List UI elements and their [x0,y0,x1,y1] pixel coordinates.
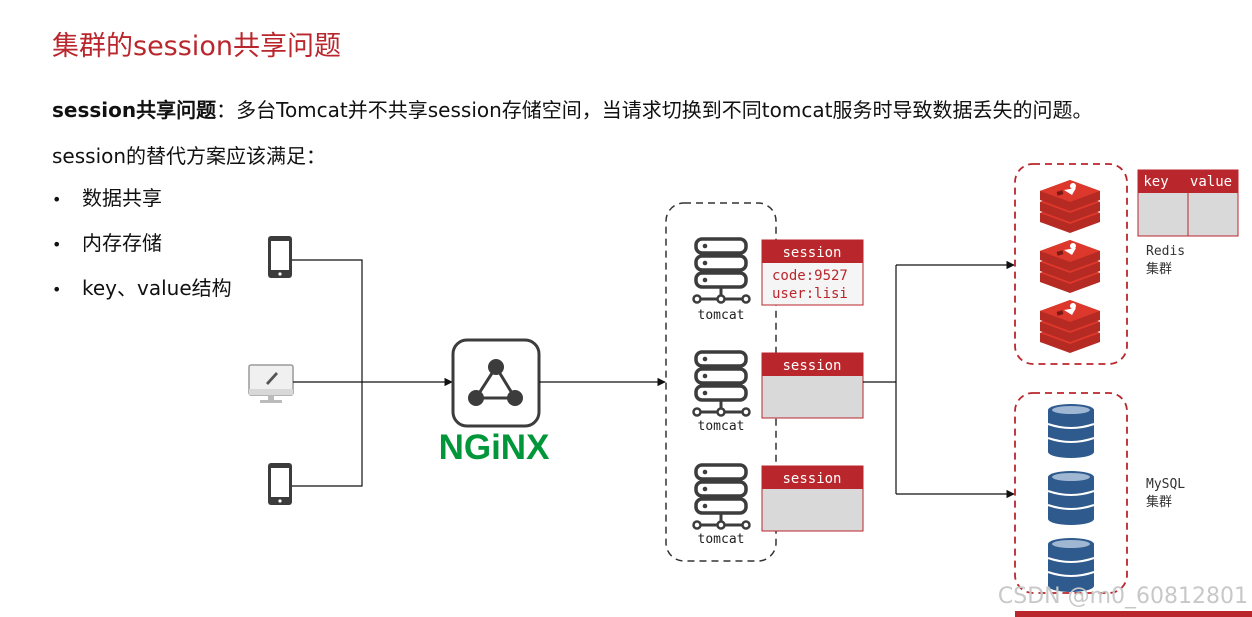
session-box: session [761,465,864,532]
key-value-table: key value [1137,169,1239,237]
session-line: code:9527 [772,268,848,284]
requirement-text: session的替代方案应该满足： [52,144,327,168]
tomcat-server-1: tomcat [691,237,752,323]
session-line: user:lisi [772,286,848,302]
redis-label: Redis [1146,244,1185,259]
session-box: session [761,352,864,419]
server-icon [691,350,752,418]
watermark: CSDN @m0_60812801 [997,584,1248,609]
bullet-text: 数据共享 [82,186,162,210]
redis-icon [1040,180,1100,233]
kv-value-header: value [1190,174,1232,190]
storage-connectors [863,260,1015,499]
nginx-icon [451,338,541,428]
phone-icon [268,236,292,278]
bullet-marker: • [52,280,62,299]
nginx-label: NGiNX [439,428,551,467]
redis-icon [1040,240,1100,293]
mysql-label: 集群 [1146,494,1172,510]
problem-text: ：多台Tomcat并不共享session存储空间，当请求切换到不同tomcat服… [216,98,1093,122]
problem-statement: session共享问题：多台Tomcat并不共享session存储空间，当请求切… [52,94,1092,123]
mysql-cluster-boundary [1014,392,1128,594]
redis-cluster-boundary [1014,163,1128,365]
tomcat-label: tomcat [698,532,745,547]
list-item: • key、value结构 [52,272,232,317]
session-box: session code:9527 user:lisi [761,239,864,306]
redis-label: 集群 [1146,261,1172,277]
client-connectors [292,259,453,487]
server-icon [691,463,752,531]
tomcat-server-2: tomcat [691,350,752,434]
problem-label: session共享问题 [52,98,217,122]
desktop-icon [248,364,294,403]
phone-icon [268,463,292,505]
tomcat-cluster-boundary [665,202,777,562]
tomcat-label: tomcat [698,308,745,323]
database-icon [1047,403,1095,459]
session-header: session [782,471,841,487]
bullet-text: 内存存储 [82,231,162,255]
session-header: session [782,245,841,261]
server-icon [691,237,752,305]
page-title: 集群的session共享问题 [52,31,341,62]
tomcat-label: tomcat [698,419,745,434]
bullet-marker: • [52,235,62,254]
bullet-text: key、value结构 [82,276,232,300]
redis-icon [1040,300,1100,353]
requirement-list: • 数据共享 • 内存存储 • key、value结构 [52,182,232,317]
mysql-label: MySQL [1146,477,1185,492]
list-item: • 数据共享 [52,182,232,227]
list-item: • 内存存储 [52,227,232,272]
bullet-marker: • [52,190,62,209]
kv-key-header: key [1143,174,1168,190]
bottom-accent-bar [1015,611,1252,617]
database-icon [1047,470,1095,526]
session-header: session [782,358,841,374]
tomcat-server-3: tomcat [691,463,752,547]
